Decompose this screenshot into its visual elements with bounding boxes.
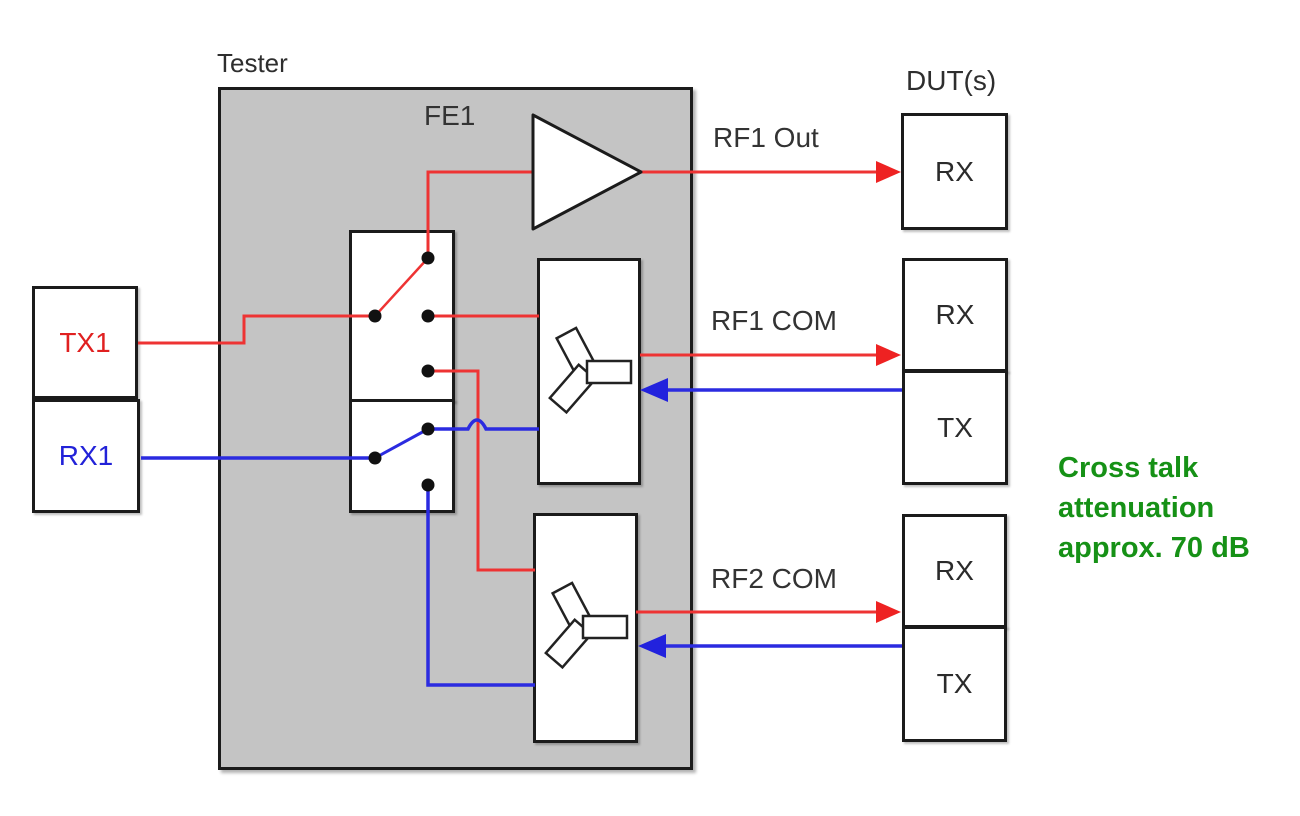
- rx1-port-box: RX1: [32, 399, 140, 513]
- rf2-com-arrowhead-icon: [876, 601, 901, 623]
- rf1-out-label: RF1 Out: [713, 122, 819, 153]
- tester-label: Tester: [217, 48, 288, 78]
- dut3-rx-label: RX: [935, 555, 974, 586]
- dut2-tx-box: TX: [902, 370, 1008, 485]
- crosstalk-note: Cross talk attenuation approx. 70 dB: [1058, 448, 1250, 568]
- circulator2-box: [533, 513, 638, 743]
- tx1-port-box: TX1: [32, 286, 138, 399]
- dut2-rx-label: RX: [935, 299, 975, 330]
- rx1-label: RX1: [58, 440, 114, 471]
- dut2-tx-label: TX: [937, 411, 973, 443]
- circulator1-box: [537, 258, 641, 485]
- crosstalk-note-line2: attenuation: [1058, 492, 1215, 524]
- fe1-label: FE1: [424, 100, 476, 131]
- dut-title: DUT(s): [906, 65, 997, 96]
- dut3-tx-box: TX: [902, 626, 1007, 742]
- rf1-out-arrowhead-icon: [876, 161, 901, 183]
- dut1-rx-label: RX: [935, 155, 974, 187]
- tx1-label: TX1: [59, 326, 111, 358]
- crosstalk-note-line3: approx. 70 dB: [1058, 532, 1250, 564]
- transfer-switch-lower-box: [349, 399, 455, 513]
- rf2-com-label: RF2 COM: [711, 563, 837, 594]
- rf1-com-label: RF1 COM: [711, 305, 837, 336]
- crosstalk-note-line1: Cross talk: [1058, 452, 1199, 484]
- rf1-com-arrowhead-icon: [876, 344, 901, 366]
- transfer-switch-upper-box: [349, 230, 455, 402]
- dut2-rx-box: RX: [902, 258, 1008, 372]
- dut3-rx-box: RX: [902, 514, 1007, 628]
- dut3-tx-label: TX: [936, 668, 973, 699]
- dut1-rx-box: RX: [901, 113, 1008, 230]
